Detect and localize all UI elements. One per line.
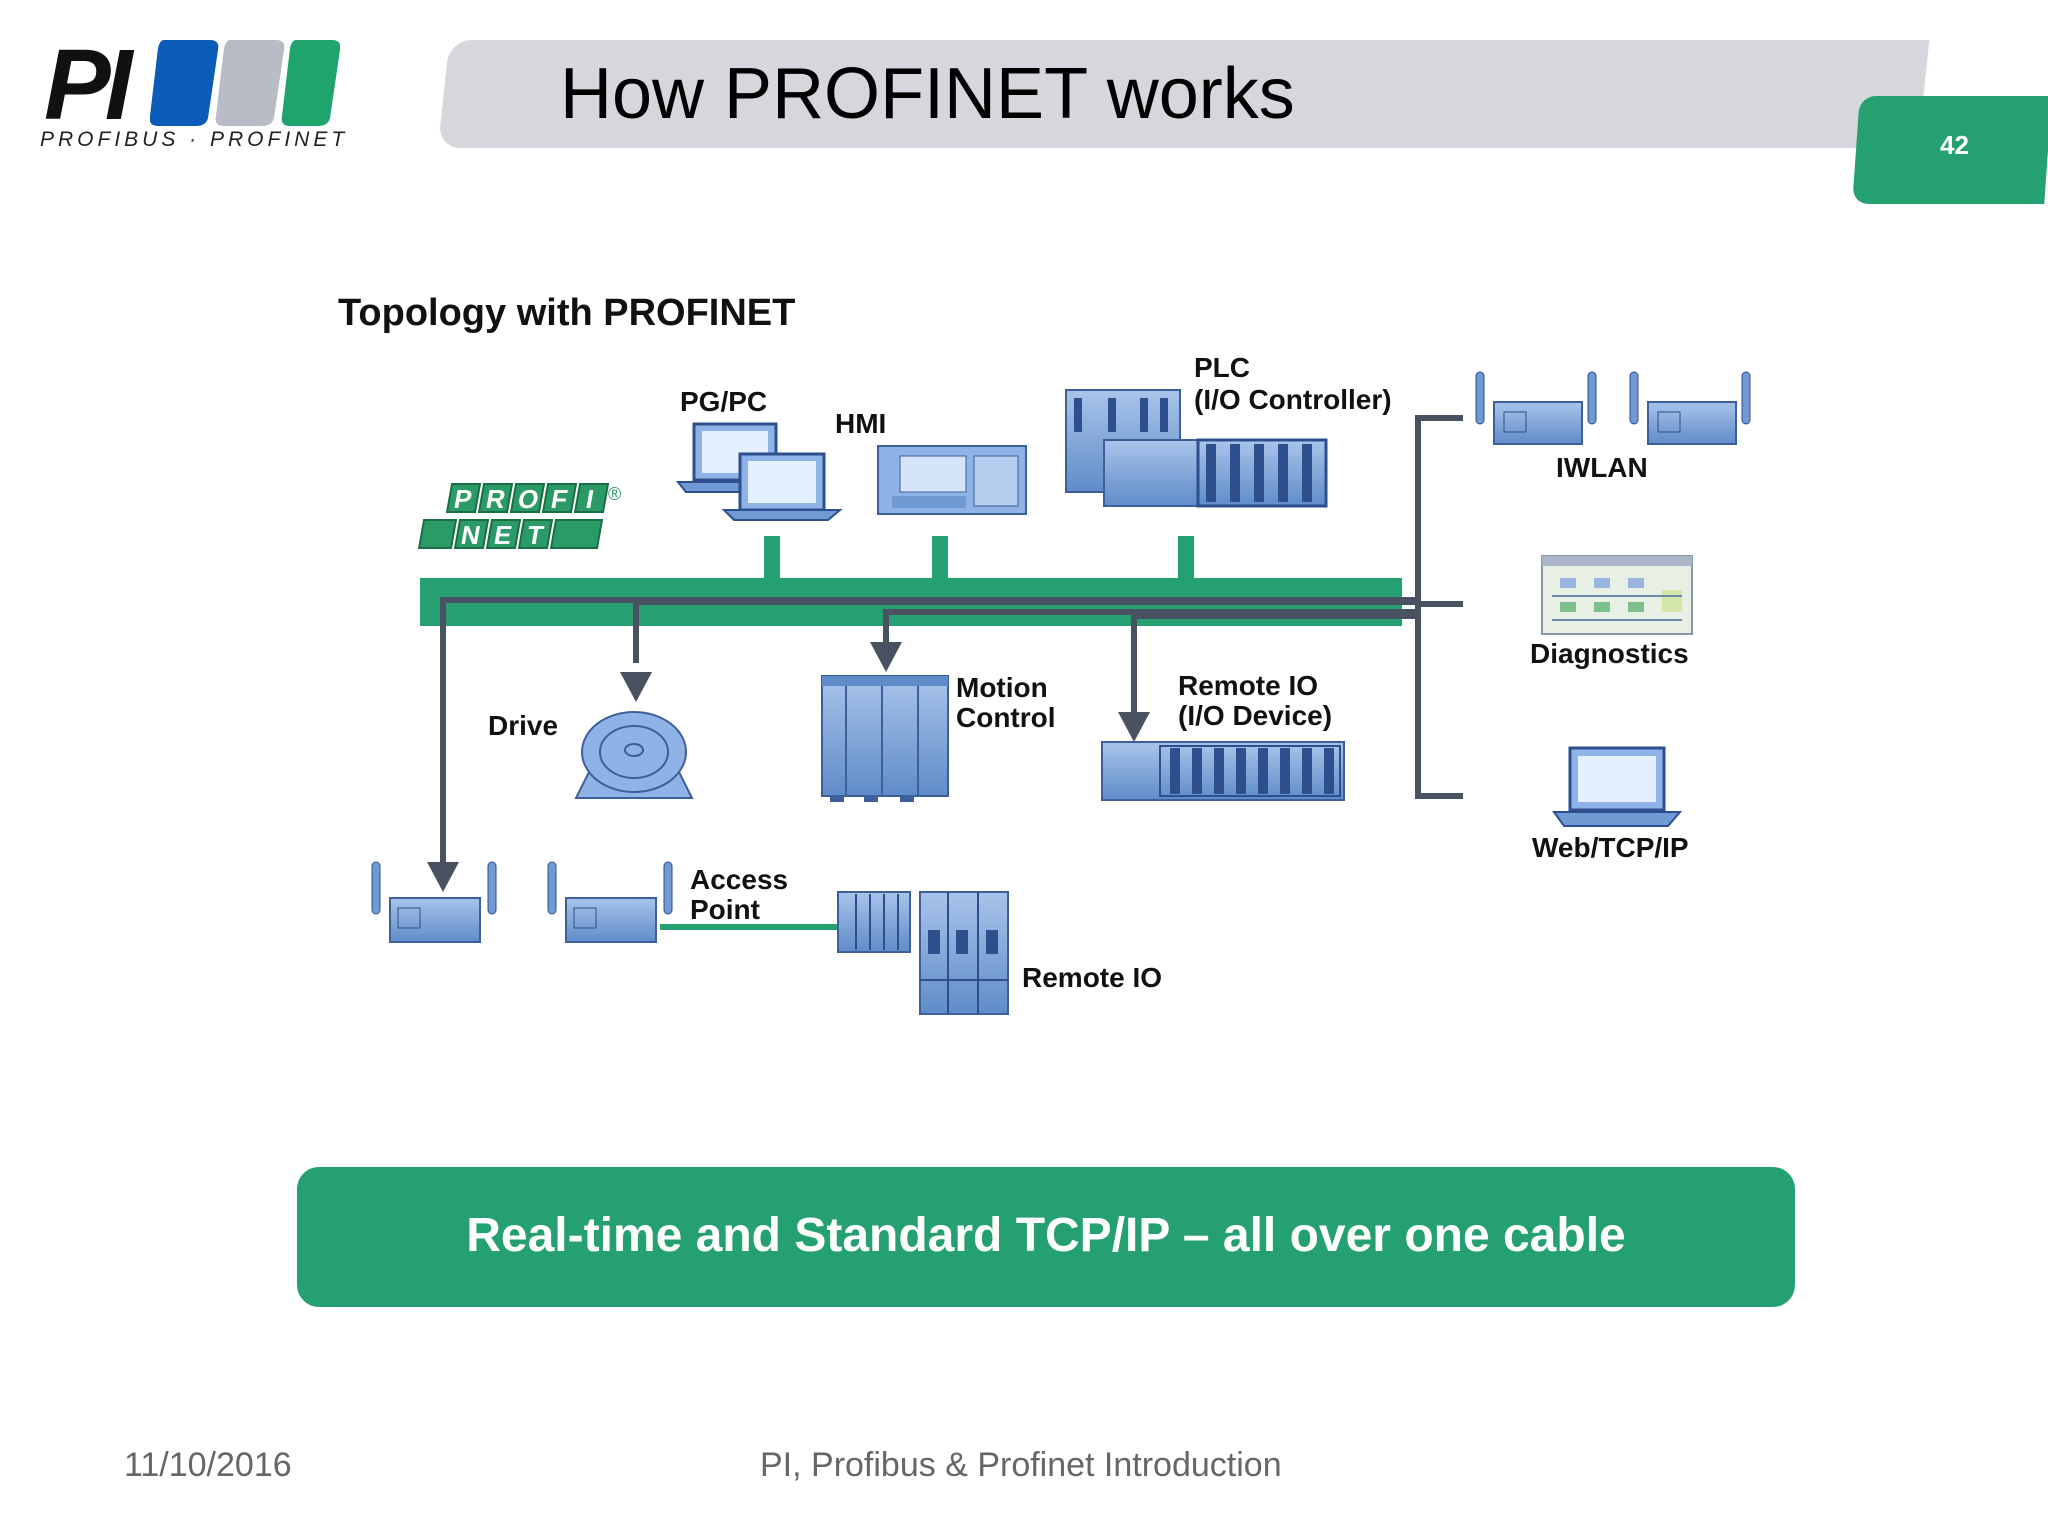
arrow-to-access-point [427,862,459,892]
label-access-point: Point [690,894,760,925]
remote-io-2-device [837,891,1009,1015]
profinet-logo: P R O F I N E T ® [417,483,621,550]
pi-logo-mark [150,40,340,126]
arrow-to-drive [620,672,652,702]
iwlan-access-point-2 [1629,371,1751,445]
label-remote-io-2: Remote IO [1022,962,1163,993]
drop-hmi [932,536,948,580]
access-point-1 [371,861,497,943]
motion-control-device [821,675,949,802]
tagline-text: Real-time and Standard TCP/IP – all over… [466,1209,1626,1262]
diagram-subtitle: Topology with PROFINET [338,292,796,334]
label-remote-io: Remote IO [1178,670,1319,701]
label-web: Web/TCP/IP [1532,832,1689,863]
web-laptop [1552,746,1683,827]
profinet-logo-row1: P R O F I [445,483,610,514]
access-point-2 [547,861,673,943]
arrow-to-remote-io [1118,712,1150,742]
page-title: How PROFINET works [560,54,1295,134]
arrow-to-motion [870,642,902,672]
profinet-logo-letter: F [549,484,570,514]
profinet-logo-letter: P [452,484,475,514]
label-motion: Motion [956,672,1048,703]
label-remote-io-device: (I/O Device) [1178,700,1333,731]
pi-logo-blue-block [150,40,219,126]
label-pgpc: PG/PC [680,386,768,417]
label-plc-subtitle: (I/O Controller) [1194,384,1392,415]
profinet-logo-letter: T [525,520,546,550]
remote-io-device [1101,741,1345,801]
data-lines [440,415,1463,871]
label-hmi: HMI [835,408,887,439]
diagnostics-screen [1541,555,1693,635]
footer-title: PI, Profibus & Profinet Introduction [760,1446,1282,1484]
plc-device [1065,389,1328,508]
drive-motor [574,711,694,799]
pi-logo-green-block [281,40,340,126]
page-number: 42 [1940,130,1969,160]
label-plc: PLC [1194,352,1250,383]
label-iwlan: IWLAN [1556,452,1648,483]
pi-logo-subtitle: PROFIBUS · PROFINET [40,128,349,151]
registered-mark: ® [608,484,621,504]
pgpc-device [675,422,843,521]
drop-plc [1178,536,1194,580]
label-access: Access [690,864,789,895]
label-diagnostics: Diagnostics [1530,638,1689,669]
label-motion-control: Control [956,702,1056,733]
profinet-logo-letter: E [492,520,515,550]
tagline-banner [297,1167,1795,1307]
profinet-logo-row2: N E T [417,519,604,550]
drop-pgpc [764,536,780,580]
pi-logo-text: PI [44,29,133,141]
iwlan-access-point-1 [1475,371,1597,445]
label-drive: Drive [488,710,559,741]
hmi-device [877,445,1027,515]
pi-logo-gray-block [215,40,285,126]
footer-date: 11/10/2016 [124,1446,292,1484]
